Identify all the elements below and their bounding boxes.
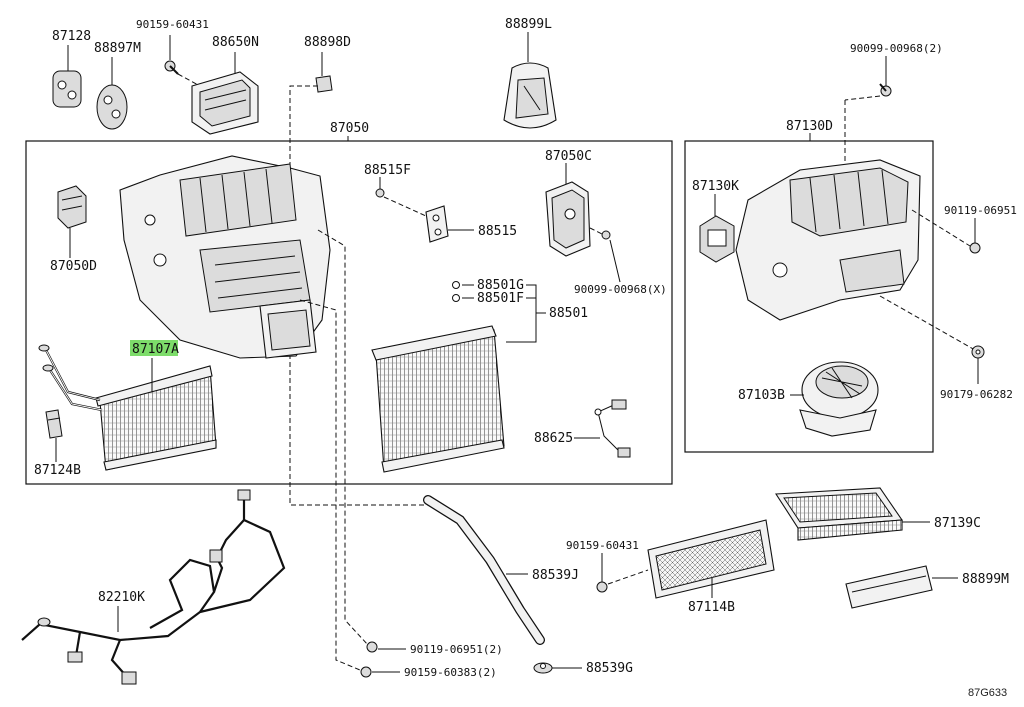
clip-90179-06282 [971, 345, 985, 359]
drain-hose-88539J [423, 495, 545, 645]
grommet-88897M [96, 84, 128, 130]
label-87050[interactable]: 87050 [330, 121, 369, 136]
label-87050D[interactable]: 87050D [50, 259, 97, 274]
blower-case-87130D [735, 159, 921, 321]
connector-87050D [57, 185, 87, 229]
label-88515F[interactable]: 88515F [364, 163, 411, 178]
group-frame-87050 [25, 140, 673, 485]
label-87114B[interactable]: 87114B [688, 600, 735, 615]
screw-90119-06951-right [969, 242, 981, 254]
label-88898D[interactable]: 88898D [304, 35, 351, 50]
label-90159-60431-mid[interactable]: 90159-60431 [566, 539, 639, 552]
label-87139C[interactable]: 87139C [934, 516, 981, 531]
label-90119-06951-right[interactable]: 90119-06951 [944, 204, 1017, 217]
label-88899L[interactable]: 88899L [505, 17, 552, 32]
grommet-87128 [52, 70, 82, 108]
ecu-88650N [191, 71, 259, 135]
label-88501F[interactable]: 88501F [477, 291, 524, 306]
blower-motor-87103B [799, 361, 879, 437]
label-87128[interactable]: 87128 [52, 29, 91, 44]
highlight-87107A [130, 340, 178, 356]
label-87103B[interactable]: 87103B [738, 388, 785, 403]
clamp-87124B [45, 409, 63, 439]
label-87050C[interactable]: 87050C [545, 149, 592, 164]
wire-harness-82210K [21, 489, 286, 685]
filter-cover-88899M [845, 565, 933, 609]
label-82210K[interactable]: 82210K [98, 590, 145, 605]
screw-90099-00968-top [879, 83, 892, 97]
label-90159-60431-top[interactable]: 90159-60431 [136, 18, 209, 31]
label-90099-00968-2[interactable]: 90099-00968(2) [850, 42, 943, 55]
label-87130K[interactable]: 87130K [692, 179, 739, 194]
insulator-88899L [503, 62, 557, 129]
label-88625[interactable]: 88625 [534, 431, 573, 446]
o-ring-88501F [452, 294, 460, 302]
connector-87130K [699, 215, 735, 263]
label-88501G[interactable]: 88501G [477, 278, 524, 293]
label-90179-06282[interactable]: 90179-06282 [940, 388, 1013, 401]
label-88515[interactable]: 88515 [478, 224, 517, 239]
bolt-90119-06951-2 [366, 641, 378, 653]
bolt-90159-60383-2 [360, 666, 372, 678]
label-88650N[interactable]: 88650N [212, 35, 259, 50]
label-90119-06951-2[interactable]: 90119-06951(2) [410, 643, 503, 656]
filter-frame-87114B [647, 519, 775, 599]
cabin-filter-87139C [775, 487, 903, 541]
drain-cap-88539G [533, 662, 553, 674]
label-88897M[interactable]: 88897M [94, 41, 141, 56]
clip-88898D [315, 75, 333, 93]
label-90159-60383-2[interactable]: 90159-60383(2) [404, 666, 497, 679]
label-90099-00968-x[interactable]: 90099-00968(X) [574, 283, 667, 296]
label-88501[interactable]: 88501 [549, 306, 588, 321]
evaporator-88501 [371, 325, 505, 473]
label-87130D[interactable]: 87130D [786, 119, 833, 134]
actuator-87050C [545, 181, 591, 257]
o-ring-88501G [452, 281, 460, 289]
bolt-90159-60431-top [164, 60, 179, 75]
label-87107A[interactable]: 87107A [132, 342, 179, 357]
bolt-88515F [375, 188, 385, 198]
label-87124B[interactable]: 87124B [34, 463, 81, 478]
hvac-case-87050 [119, 155, 331, 359]
group-frame-87130D [684, 140, 934, 453]
label-88539J[interactable]: 88539J [532, 568, 579, 583]
label-88899M[interactable]: 88899M [962, 572, 1009, 587]
figure-reference: 87G633 [968, 687, 1007, 699]
label-88539G[interactable]: 88539G [586, 661, 633, 676]
bolt-90159-60431-mid [596, 581, 608, 593]
expansion-valve-88515 [425, 205, 449, 243]
screw-90099-00968-x [601, 230, 611, 240]
heater-core-87107A [38, 344, 217, 471]
sensor-harness-88625 [594, 399, 631, 458]
